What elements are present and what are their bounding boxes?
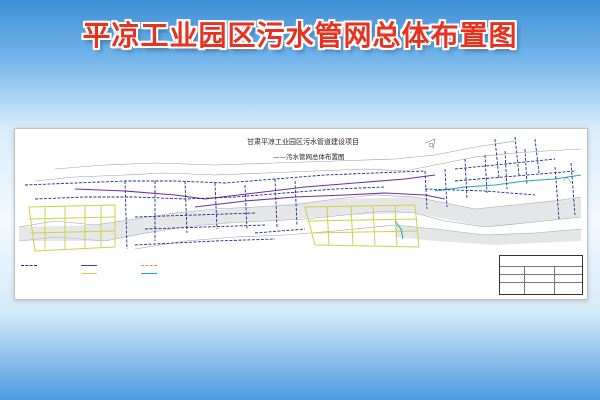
legend-branch-sewer: [141, 265, 157, 266]
drawing-title-table: [499, 255, 583, 295]
map-details: [424, 138, 572, 184]
main-sewer-network: [24, 136, 576, 250]
zone-sewer-east: [304, 204, 420, 248]
sewer-network-map: [18, 136, 582, 252]
terrain-fill: [19, 197, 581, 245]
legend-planned-sewer: [21, 265, 37, 266]
legend-river-pipe: [141, 273, 157, 274]
banner-title: 平凉工业园区污水管网总体布置图: [82, 19, 518, 52]
trunk-sewer: [74, 174, 446, 208]
banner: 平凉工业园区污水管网总体布置图: [0, 0, 600, 68]
map-legend: [21, 265, 241, 295]
legend-main-sewer: [81, 265, 97, 266]
zone-sewer-west: [28, 204, 116, 252]
river-pipe: [394, 174, 582, 240]
legend-trunk-sewer: [81, 273, 97, 274]
map-sheet: 甘肃平凉工业园区污水管道建设项目 ——污水管网总体布置图: [14, 128, 588, 300]
terrain-band: [18, 140, 582, 250]
